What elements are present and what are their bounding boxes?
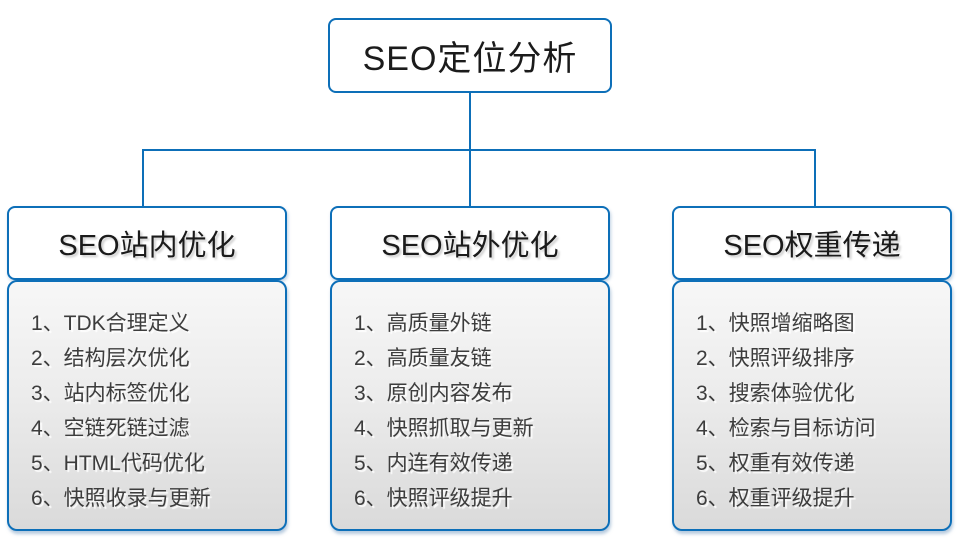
list-item: 4、快照抓取与更新 (354, 417, 534, 440)
list-item: 1、高质量外链 (354, 312, 492, 335)
list-item: 4、空链死链过滤 (31, 417, 190, 440)
header-title-weight-transfer: SEO权重传递 (723, 230, 901, 262)
list-item: 4、检索与目标访问 (696, 417, 876, 440)
list-item: 1、快照增缩略图 (696, 312, 855, 335)
list-item: 2、结构层次优化 (31, 347, 190, 370)
header-title-offsite: SEO站外优化 (381, 230, 559, 262)
list-item: 5、HTML代码优化 (31, 452, 205, 475)
panel-weight-transfer: 1、快照增缩略图 2、快照评级排序 3、搜索体验优化 4、检索与目标访问 5、权… (672, 280, 952, 531)
root-node-seo-positioning: SEO定位分析 (328, 18, 612, 93)
list-item: 3、原创内容发布 (354, 382, 513, 405)
panel-offsite: 1、高质量外链 2、高质量友链 3、原创内容发布 4、快照抓取与更新 5、内连有… (330, 280, 610, 531)
list-item: 1、TDK合理定义 (31, 312, 190, 335)
header-node-offsite: SEO站外优化 (330, 206, 610, 280)
panel-onsite: 1、TDK合理定义 2、结构层次优化 3、站内标签优化 4、空链死链过滤 5、H… (7, 280, 287, 531)
connector-left-vertical (142, 149, 144, 206)
list-item: 2、快照评级排序 (696, 347, 855, 370)
connector-horizontal-bus (142, 149, 816, 151)
list-item: 3、搜索体验优化 (696, 382, 855, 405)
connector-middle-vertical (469, 149, 471, 206)
list-item: 5、内连有效传递 (354, 452, 513, 475)
header-node-weight-transfer: SEO权重传递 (672, 206, 952, 280)
root-node-title: SEO定位分析 (362, 40, 578, 78)
header-node-onsite: SEO站内优化 (7, 206, 287, 280)
list-item: 2、高质量友链 (354, 347, 492, 370)
connector-right-vertical (814, 149, 816, 206)
list-item: 6、权重评级提升 (696, 487, 855, 510)
connector-root-vertical (469, 93, 471, 151)
list-item: 3、站内标签优化 (31, 382, 190, 405)
list-item: 6、快照收录与更新 (31, 487, 211, 510)
header-title-onsite: SEO站内优化 (58, 230, 236, 262)
list-item: 6、快照评级提升 (354, 487, 513, 510)
list-item: 5、权重有效传递 (696, 452, 855, 475)
